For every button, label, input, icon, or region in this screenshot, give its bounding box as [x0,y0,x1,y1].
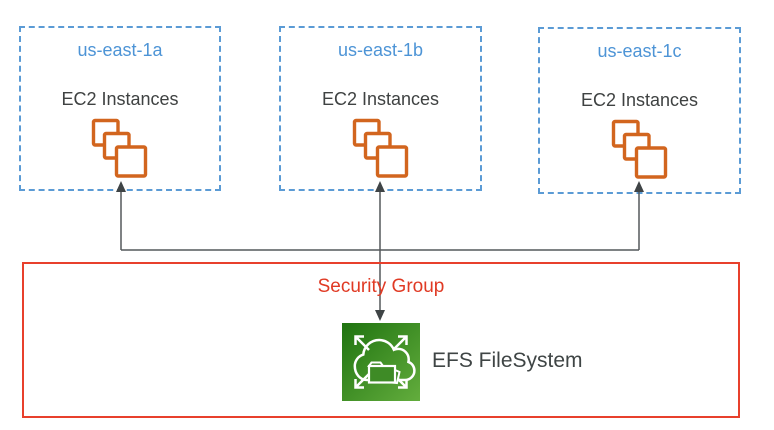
ec2-instances-icon [352,118,410,180]
folder-shape [367,361,401,385]
az-box-us-east-1b: us-east-1b EC2 Instances [279,26,482,191]
az-box-us-east-1a: us-east-1a EC2 Instances [19,26,221,191]
cloud-shape [353,338,416,382]
ec2-instances-label: EC2 Instances [580,90,699,110]
az-title: us-east-1a [77,40,163,60]
ec2-instances-label: EC2 Instances [61,89,179,109]
security-group-label: Security Group [317,276,445,297]
efs-label: EFS FileSystem [432,349,583,372]
az-box-us-east-1c: us-east-1c EC2 Instances [538,27,741,194]
security-group-box: Security Group [22,262,740,418]
ec2-instances-label: EC2 Instances [321,89,440,109]
az-title: us-east-1c [597,41,682,61]
az-title: us-east-1b [337,40,424,60]
ec2-instances-icon [611,119,669,181]
efs-icon [342,323,420,401]
ec2-instances-icon [91,118,149,180]
